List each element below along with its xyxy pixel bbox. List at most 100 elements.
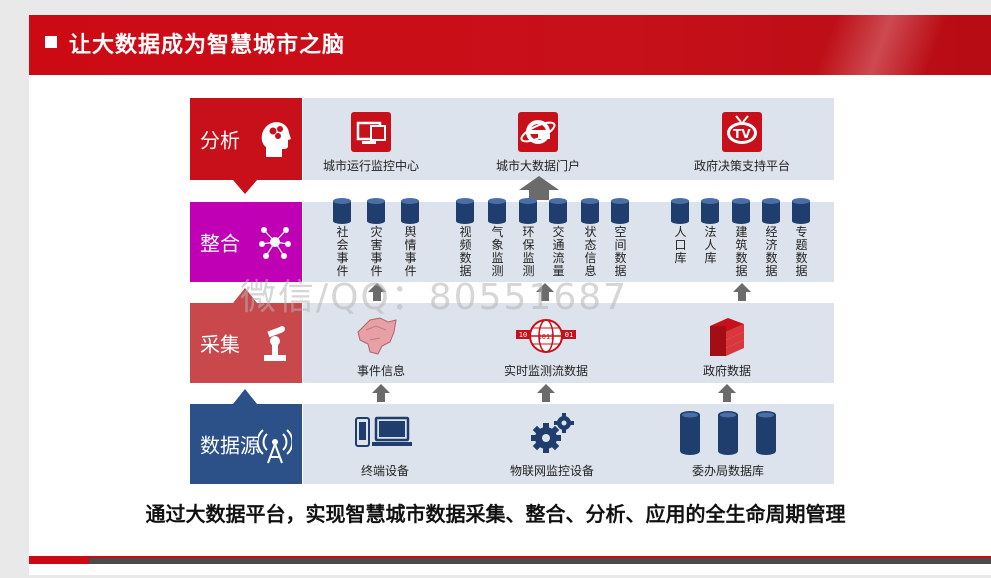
source-item: 物联网监控设备 bbox=[509, 464, 595, 478]
integration-item: 经济数据 bbox=[765, 226, 778, 278]
monitor-icon bbox=[351, 112, 391, 152]
integration-char: 口 bbox=[674, 238, 687, 252]
integration-char: 据 bbox=[459, 264, 472, 278]
integration-item: 交通流量 bbox=[552, 226, 565, 278]
integration-char: 库 bbox=[704, 251, 717, 265]
arrow-tip bbox=[233, 389, 257, 404]
integration-char: 据 bbox=[614, 264, 627, 278]
integration-char: 环 bbox=[522, 225, 535, 239]
integration-item: 气象监测 bbox=[491, 226, 504, 278]
integration-char: 交 bbox=[552, 225, 565, 239]
database-icon bbox=[456, 198, 474, 224]
integration-char: 空 bbox=[614, 225, 627, 239]
antenna-icon bbox=[258, 429, 292, 464]
integration-char: 测 bbox=[491, 264, 504, 278]
integration-char: 筑 bbox=[735, 238, 748, 252]
integration-item: 空间数据 bbox=[614, 226, 627, 278]
integration-char: 会 bbox=[336, 238, 349, 252]
source-item: 终端设备 bbox=[360, 464, 410, 478]
database-icon bbox=[401, 198, 419, 224]
integration-item: 视频数据 bbox=[459, 226, 472, 278]
page-title: 让大数据成为智慧城市之脑 bbox=[69, 33, 346, 58]
integration-item: 建筑数据 bbox=[735, 226, 748, 278]
people-network-icon bbox=[259, 227, 291, 259]
svg-text:10: 10 bbox=[519, 331, 527, 339]
up-arrow-icon bbox=[519, 176, 559, 200]
integration-char: 息 bbox=[584, 264, 597, 278]
arrow-tip bbox=[233, 288, 257, 303]
database-icon bbox=[333, 198, 351, 224]
database-icon bbox=[701, 198, 719, 224]
integration-item: 法人库 bbox=[704, 226, 717, 265]
books-icon bbox=[710, 318, 744, 356]
integration-char: 信 bbox=[584, 251, 597, 265]
integration-char: 保 bbox=[522, 238, 535, 252]
layer-label-collection: 采集 bbox=[190, 303, 302, 383]
watermark: 微信/QQ：80551687 bbox=[240, 277, 629, 318]
integration-char: 灾 bbox=[370, 225, 383, 239]
integration-char: 专 bbox=[795, 225, 808, 239]
integration-item: 状态信息 bbox=[584, 226, 597, 278]
integration-char: 情 bbox=[404, 238, 417, 252]
layer-label-text: 数据源 bbox=[200, 433, 260, 458]
integration-char: 据 bbox=[735, 264, 748, 278]
integration-char: 气 bbox=[491, 225, 504, 239]
devices-icon bbox=[355, 416, 412, 447]
integration-char: 人 bbox=[674, 225, 687, 239]
integration-char: 数 bbox=[459, 251, 472, 265]
database-icon bbox=[611, 198, 629, 224]
collection-item: 政府数据 bbox=[702, 364, 752, 378]
database-icon bbox=[671, 198, 689, 224]
integration-char: 人 bbox=[704, 238, 717, 252]
database-icon bbox=[732, 198, 750, 224]
integration-char: 经 bbox=[765, 225, 778, 239]
title-bar: 让大数据成为智慧城市之脑 bbox=[29, 15, 991, 75]
up-arrow-icon bbox=[733, 283, 751, 301]
integration-char: 事 bbox=[404, 251, 417, 265]
globe-data-icon: 10 01 1011 bbox=[516, 319, 576, 353]
integration-char: 通 bbox=[552, 238, 565, 252]
integration-char: 件 bbox=[404, 264, 417, 278]
integration-char: 频 bbox=[459, 238, 472, 252]
integration-item: 人口库 bbox=[674, 226, 687, 265]
source-item: 委办局数据库 bbox=[691, 464, 765, 478]
integration-char: 数 bbox=[735, 251, 748, 265]
layer-label-text: 采集 bbox=[200, 332, 240, 357]
integration-char: 事 bbox=[370, 251, 383, 265]
integration-item: 舆情事件 bbox=[404, 226, 417, 278]
integration-char: 社 bbox=[336, 225, 349, 239]
integration-char: 数 bbox=[795, 251, 808, 265]
svg-text:01: 01 bbox=[565, 331, 573, 339]
integration-char: 视 bbox=[459, 225, 472, 239]
integration-char: 监 bbox=[522, 251, 535, 265]
integration-char: 量 bbox=[552, 264, 565, 278]
integration-char: 建 bbox=[735, 225, 748, 239]
integration-char: 监 bbox=[491, 251, 504, 265]
database-icon bbox=[680, 411, 776, 455]
integration-char: 数 bbox=[765, 251, 778, 265]
integration-char: 事 bbox=[336, 251, 349, 265]
map-icon bbox=[357, 317, 397, 355]
up-arrow-icon bbox=[718, 384, 736, 402]
database-icon bbox=[488, 198, 506, 224]
collection-item: 事件信息 bbox=[356, 364, 406, 378]
integration-item: 环保监测 bbox=[522, 226, 535, 278]
integration-char: 济 bbox=[765, 238, 778, 252]
integration-char: 测 bbox=[522, 264, 535, 278]
ie-icon bbox=[518, 112, 558, 152]
analysis-item: 城市运行监控中心 bbox=[322, 159, 420, 173]
analysis-item: 政府决策支持平台 bbox=[693, 159, 791, 173]
up-arrow-icon bbox=[372, 384, 390, 402]
database-icon bbox=[367, 198, 385, 224]
integration-char: 数 bbox=[614, 251, 627, 265]
integration-char: 态 bbox=[584, 238, 597, 252]
layer-label-text: 分析 bbox=[200, 128, 240, 153]
up-arrow-icon bbox=[537, 384, 555, 402]
integration-char: 库 bbox=[674, 251, 687, 265]
footer-bar-dark bbox=[89, 558, 991, 564]
integration-char: 据 bbox=[795, 264, 808, 278]
bottom-caption: 通过大数据平台，实现智慧城市数据采集、整合、分析、应用的全生命周期管理 bbox=[145, 502, 846, 526]
up-arrow-icon bbox=[536, 283, 554, 301]
arrow-tip bbox=[233, 180, 257, 194]
database-icon bbox=[519, 198, 537, 224]
